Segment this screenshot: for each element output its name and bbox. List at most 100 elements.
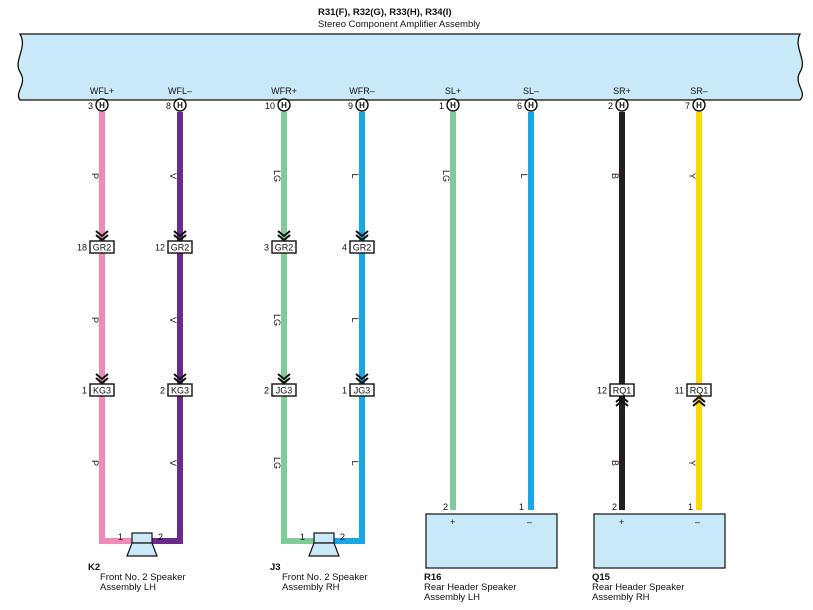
j3-pin-left: 1	[300, 532, 305, 542]
wire-color-label: L	[350, 460, 360, 465]
chevron-icon	[692, 395, 706, 403]
q15-sign-minus: –	[695, 517, 700, 527]
terminal-label: SL+	[445, 86, 461, 96]
r16-pin-right: 1	[519, 502, 524, 512]
junction-pin: 11	[675, 386, 684, 396]
wire-color-label: B	[610, 173, 620, 179]
chevron-icon	[355, 373, 369, 381]
junction-box	[167, 383, 193, 397]
chevron-icon	[173, 373, 187, 381]
k2-name-line1: Front No. 2 Speaker	[100, 572, 186, 583]
j3-name-line2: Assembly RH	[282, 582, 340, 593]
junction-pin: 2	[160, 386, 165, 396]
terminal-pin: 9	[348, 101, 353, 111]
speaker-icon	[308, 532, 340, 557]
connector-h-icon	[692, 98, 706, 112]
junction-pin: 4	[342, 243, 347, 253]
wire-color-label: P	[90, 173, 100, 179]
junction-rq1: RQ1 11	[675, 383, 712, 407]
connector-h-icon	[615, 98, 629, 112]
connector-h-icon	[446, 98, 460, 112]
junction-box	[271, 240, 297, 254]
wire-color-label: Y	[687, 460, 697, 466]
junction-box	[349, 240, 375, 254]
r16-sign-plus: +	[450, 517, 455, 527]
wire-color-label: V	[168, 460, 178, 466]
terminal-label: WFR–	[349, 86, 375, 96]
q15-sign-plus: +	[619, 517, 624, 527]
junction-pin: 18	[77, 243, 87, 253]
junction-box	[349, 383, 375, 397]
chevron-icon	[95, 373, 109, 381]
terminal-label: SR+	[613, 86, 631, 96]
amplifier-name: Stereo Component Amplifier Assembly	[318, 19, 480, 30]
terminal-label: SR–	[690, 86, 708, 96]
wire-turn	[99, 533, 134, 544]
wire-color-label: LG	[272, 170, 282, 182]
speaker-icon	[126, 532, 158, 557]
connector-h-icon	[277, 98, 291, 112]
component-connections	[99, 533, 365, 544]
connector-letter: H	[177, 101, 183, 110]
component-j3: 1 2 J3 Front No. 2 Speaker Assembly RH	[270, 532, 368, 593]
r16-sign-minus: –	[527, 517, 532, 527]
k2-name-line2: Assembly LH	[100, 582, 156, 593]
junction-pin: 12	[597, 386, 607, 396]
junction-name: RQ1	[690, 386, 709, 396]
wire-color-label: LG	[441, 170, 451, 182]
chevron-icon	[615, 395, 629, 403]
wire-turn	[281, 533, 316, 544]
junction-box	[609, 383, 635, 397]
r16-body	[425, 513, 558, 569]
junction-box	[271, 383, 297, 397]
wire-color-label: L	[350, 173, 360, 178]
terminal-label: WFL–	[168, 86, 192, 96]
amplifier-body	[17, 33, 804, 101]
wire-color-label: L	[350, 317, 360, 322]
junction-name: JG3	[354, 386, 371, 396]
q15-name-line2: Assembly RH	[592, 592, 650, 603]
junction-pin: 3	[264, 243, 269, 253]
wire-color-label: LG	[272, 314, 282, 326]
wire-color-label: B	[610, 460, 620, 466]
component-k2: 1 2 K2 Front No. 2 Speaker Assembly LH	[88, 532, 186, 593]
chevron-icon	[277, 234, 291, 242]
connector-letter: H	[696, 101, 702, 110]
junction-name: KG3	[93, 386, 111, 396]
junction-pin: 1	[342, 386, 347, 396]
chevron-icon	[95, 377, 109, 385]
r16-name-line1: Rear Header Speaker	[424, 582, 516, 593]
terminal-pin: 3	[88, 101, 93, 111]
connector-letter: H	[450, 101, 456, 110]
q15-code: Q15	[592, 572, 611, 583]
junction-box	[167, 240, 193, 254]
wire-color-label: V	[168, 317, 178, 323]
q15-body	[593, 513, 726, 569]
connector-h-icon	[173, 98, 187, 112]
q15-pin-left: 2	[612, 502, 617, 512]
connector-h-icon	[524, 98, 538, 112]
wire-turn	[150, 533, 183, 544]
k2-pin-left: 1	[118, 532, 123, 542]
chevron-icon	[173, 234, 187, 242]
chevron-icon	[173, 230, 187, 238]
amplifier-connector-codes: R31(F), R32(G), R33(H), R34(I)	[318, 7, 452, 18]
r16-code: R16	[424, 572, 441, 583]
junction-pin: 2	[264, 386, 269, 396]
r16-pin-left: 2	[443, 502, 448, 512]
chevron-icon	[355, 230, 369, 238]
chevron-icon	[355, 377, 369, 385]
